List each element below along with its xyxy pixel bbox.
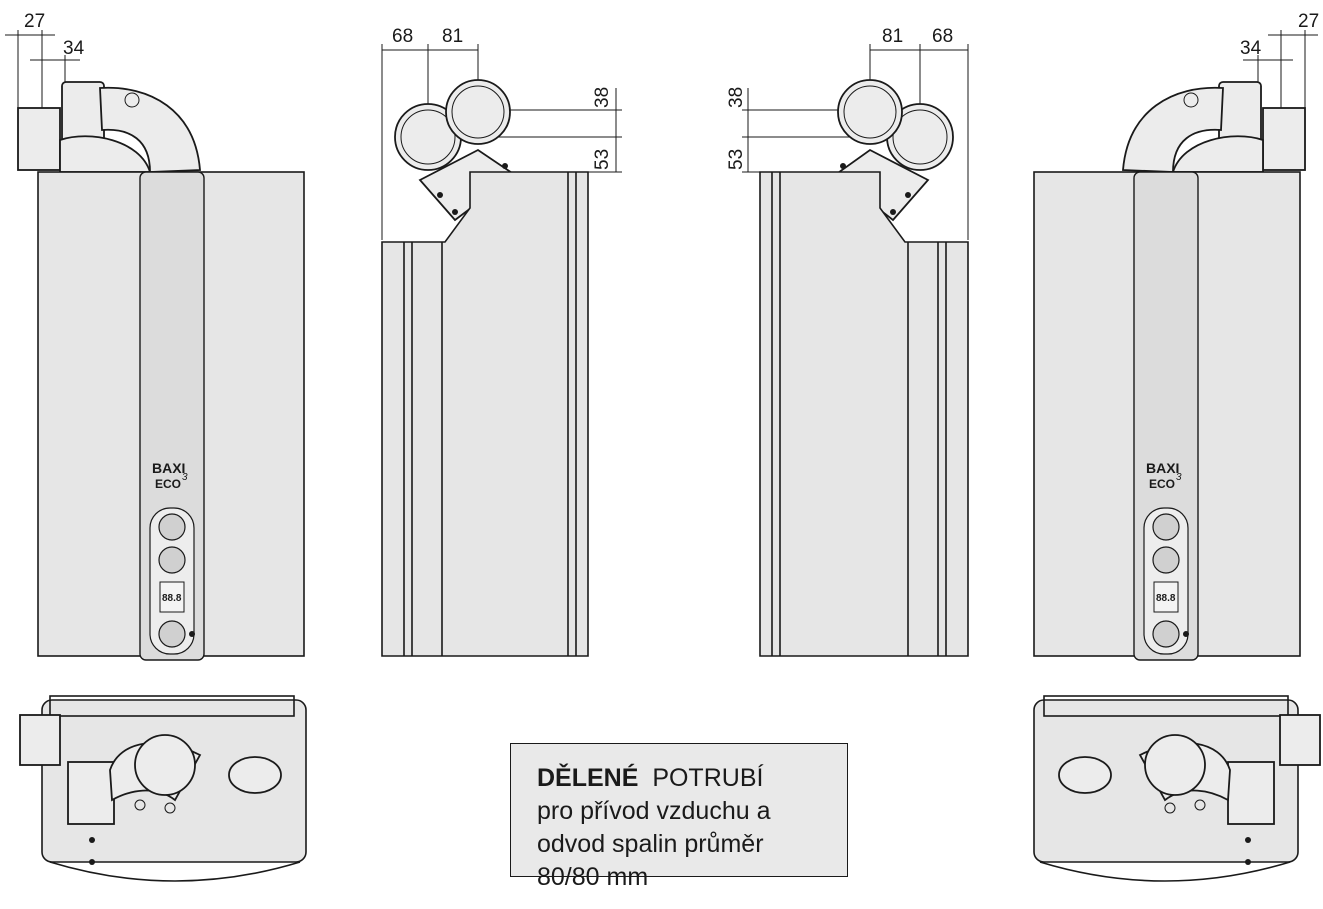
dim-height-38-left: 38 bbox=[592, 87, 613, 108]
knob-water bbox=[158, 546, 186, 574]
svg-text:88.8: 88.8 bbox=[162, 593, 182, 604]
dim-width-81-left: 81 bbox=[442, 26, 463, 47]
svg-text:ECO: ECO bbox=[1149, 477, 1175, 491]
dim-right-27: 27 bbox=[1298, 11, 1319, 32]
brand-logo: BAXI bbox=[152, 460, 185, 476]
dim-width-68-right: 68 bbox=[932, 26, 953, 47]
front-view-right: 27 34 BAXI ECO 3 88.8 bbox=[1033, 11, 1319, 661]
dim-height-53-left: 53 bbox=[592, 149, 613, 170]
info-bold: DĚLENÉ bbox=[537, 764, 639, 792]
flue-elbow bbox=[99, 86, 201, 173]
top-view-right bbox=[1033, 695, 1321, 882]
svg-text:3: 3 bbox=[1176, 472, 1182, 483]
flue-pipe-section bbox=[445, 79, 511, 145]
dim-width-68-left: 68 bbox=[392, 26, 413, 47]
top-view-left bbox=[19, 695, 307, 882]
dim-height-53-right: 53 bbox=[726, 149, 747, 170]
svg-text:ECO: ECO bbox=[155, 477, 181, 491]
info-box: DĚLENÉ POTRUBÍ pro přívod vzduchu a odvo… bbox=[510, 743, 848, 891]
side-body-right bbox=[759, 171, 969, 657]
knob-mode bbox=[158, 620, 186, 648]
knob-heating bbox=[158, 513, 186, 541]
display-panel bbox=[159, 581, 185, 613]
side-view-left: 68 81 38 53 bbox=[381, 26, 622, 657]
dim-left-34: 34 bbox=[63, 38, 85, 59]
svg-text:3: 3 bbox=[182, 472, 188, 483]
side-body-left bbox=[381, 171, 589, 657]
dim-height-38-right: 38 bbox=[726, 87, 747, 108]
svg-text:BAXI: BAXI bbox=[1146, 460, 1179, 476]
dim-left-27: 27 bbox=[24, 11, 45, 32]
air-pipe-stub bbox=[17, 107, 61, 171]
svg-text:88.8: 88.8 bbox=[1156, 593, 1176, 604]
dim-right-34: 34 bbox=[1240, 38, 1262, 59]
front-view-left: 27 34 BAXI ECO 3 88.8 bbox=[5, 11, 305, 661]
side-view-right: 81 68 38 53 bbox=[726, 26, 969, 657]
dim-width-81-right: 81 bbox=[882, 26, 903, 47]
